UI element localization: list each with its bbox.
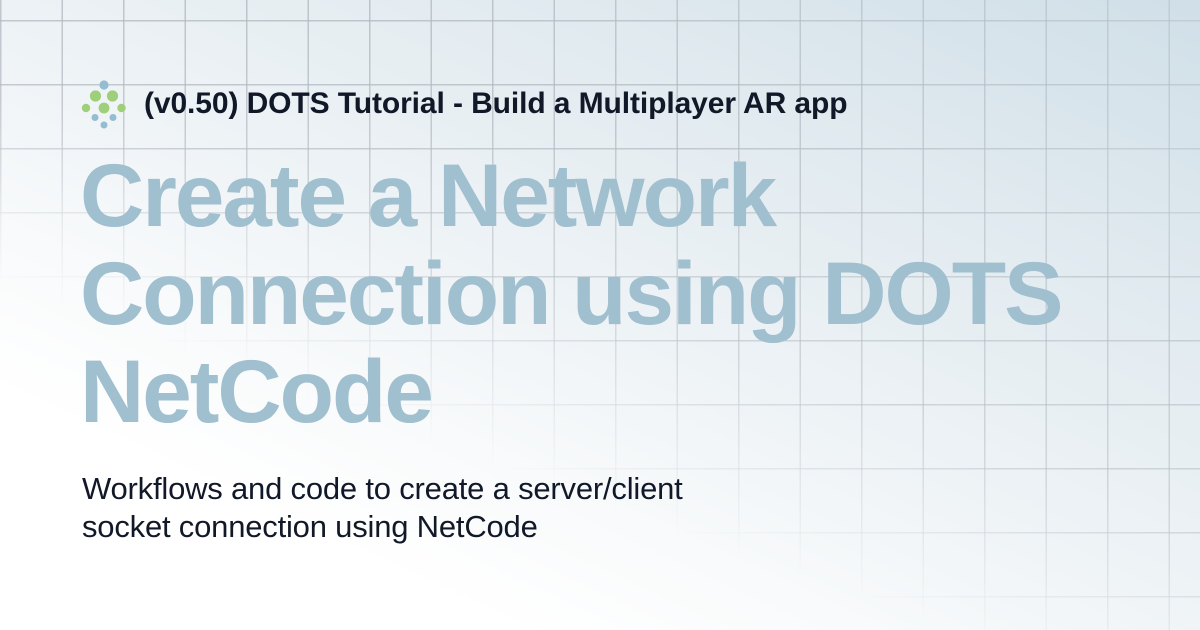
page-description-line: socket connection using NetCode (82, 509, 538, 544)
page-title-line: NetCode (80, 341, 434, 441)
page-description: Workflows and code to create a server/cl… (82, 470, 842, 546)
page-title: Create a Network Connection using DOTS N… (80, 146, 1140, 440)
page-title-line: Connection using DOTS (80, 243, 1063, 343)
page-description-line: Workflows and code to create a server/cl… (82, 471, 683, 506)
page-title-line: Create a Network (80, 145, 777, 245)
series-title: (v0.50) DOTS Tutorial - Build a Multipla… (144, 86, 848, 120)
series-header: (v0.50) DOTS Tutorial - Build a Multipla… (80, 80, 848, 130)
dots-logo-icon (80, 80, 130, 130)
